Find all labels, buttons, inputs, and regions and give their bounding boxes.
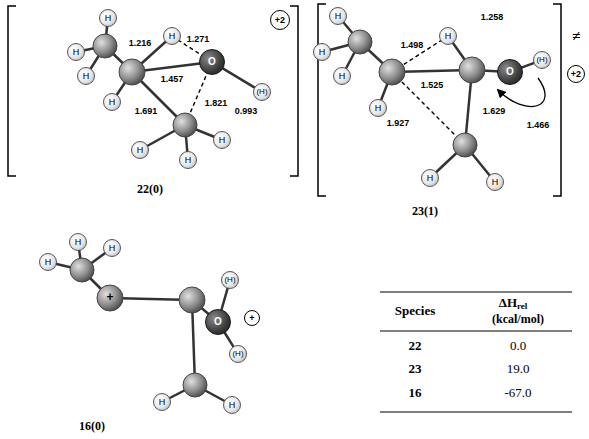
oxygen-atom: O — [199, 49, 225, 75]
bond-length: 1.821 — [204, 99, 229, 109]
charge-badge: +2 — [567, 65, 585, 83]
atom-symbol: H — [427, 174, 434, 183]
charge-sign: + — [106, 291, 113, 304]
bond-length: 1.691 — [134, 107, 159, 117]
carbon-atom — [70, 30, 485, 397]
hydrogen-atom: H — [213, 131, 231, 149]
atom-symbol: H — [229, 401, 236, 410]
bond-length: 0.993 — [234, 107, 259, 117]
atom-symbol: H — [319, 48, 326, 57]
atom-symbol: + — [249, 314, 254, 323]
hydrogen-atom: H — [369, 99, 387, 117]
atom-symbol: H — [335, 12, 342, 21]
bond-length: 1.271 — [186, 35, 211, 45]
atom-symbol: H — [73, 48, 80, 57]
atom-symbol: (H) — [232, 350, 243, 358]
table-cell: 19.0 — [507, 362, 530, 376]
atom-symbol: H — [137, 146, 144, 155]
atom-symbol: H — [109, 244, 116, 253]
hidden-hydrogen-atom: (H) — [229, 345, 247, 363]
hydrogen-atom: H — [99, 9, 117, 27]
table-header: Species — [395, 304, 435, 318]
hidden-hydrogen-atom: (H) — [253, 83, 271, 101]
hydrogen-atom: H — [103, 239, 121, 257]
atom-symbol: H — [185, 156, 192, 165]
atom-symbol: H — [109, 98, 116, 107]
hidden-hydrogen-atom: (H) — [221, 271, 239, 289]
structure-id: 23(1) — [412, 205, 438, 218]
atom-symbol: O — [214, 317, 222, 327]
table-cell: 23 — [409, 362, 422, 376]
bond-length: 1.629 — [482, 107, 507, 117]
atom-symbol: H — [375, 104, 382, 113]
hydrogen-atom: H — [69, 233, 87, 251]
structure-id: 22(0) — [137, 183, 163, 196]
hydrogen-atom: H — [329, 7, 347, 25]
transition-state-mark: ≠ — [572, 28, 580, 45]
atom-symbol: H — [339, 72, 346, 81]
table-cell: -67.0 — [504, 386, 531, 400]
hydrogen-atom: H — [439, 27, 457, 45]
bond-length: 1.525 — [420, 81, 445, 91]
hidden-hydrogen-atom: (H) — [533, 51, 551, 69]
table-header: ΔH — [499, 296, 517, 310]
atom-symbol: H — [159, 398, 166, 407]
bond-length: 1.927 — [386, 119, 411, 129]
bond-length: 1.216 — [128, 39, 153, 49]
charge-badge: +2 — [270, 10, 290, 30]
atom-symbol: +2 — [571, 70, 581, 79]
structure-id: 16(0) — [79, 420, 105, 433]
hydrogen-atom: H — [179, 151, 197, 169]
atom-symbol: O — [208, 57, 216, 67]
o-h-bond — [522, 63, 533, 67]
atom-symbol: H — [492, 178, 499, 187]
atom-symbol: H — [219, 136, 226, 145]
hydrogen-atom: H — [313, 43, 331, 61]
atom-symbol: H — [105, 14, 112, 23]
bond-length: 1.498 — [400, 41, 425, 51]
table-cell: 0.0 — [510, 339, 526, 353]
atom-symbol: O — [506, 67, 514, 77]
atom-symbol: (H) — [256, 88, 267, 96]
o-h-bond — [225, 333, 233, 346]
atom-symbol: H — [445, 32, 452, 41]
bond-length: 1.457 — [160, 75, 185, 85]
hydrogen-atom: H — [333, 67, 351, 85]
table-rule — [380, 292, 572, 412]
hydrogen-atom: H — [77, 67, 95, 85]
atom-symbol: (H) — [224, 276, 235, 284]
table-header: (kcal/mol) — [492, 313, 544, 326]
atom-symbol: H — [169, 32, 176, 41]
hydrogen-atom: H — [421, 169, 439, 187]
hydrogen-atom: H — [131, 141, 149, 159]
bond — [48, 16, 510, 405]
oxygen-atom: O — [497, 59, 523, 85]
table-cell: 22 — [409, 339, 422, 353]
bond-length: 1.258 — [480, 13, 505, 23]
atom-symbol: +2 — [275, 16, 285, 25]
hydrogen-atom: H — [486, 173, 504, 191]
atom-symbol: (H) — [536, 56, 547, 64]
hydrogen-atom: H — [163, 27, 181, 45]
o-h-bond — [222, 289, 228, 310]
atom-symbol: H — [45, 258, 52, 267]
oxygen-atom: O — [205, 309, 231, 335]
hydrogen-atom: H — [39, 253, 57, 271]
partial-bond — [172, 36, 465, 145]
hydrogen-atom: H — [67, 43, 85, 61]
hydrogen-atom: H — [223, 396, 241, 414]
table-header-subscript: rel — [517, 302, 527, 312]
charge-badge: + — [244, 310, 260, 326]
o-h-bond — [223, 69, 254, 88]
table-cell: 16 — [409, 386, 422, 400]
bracket — [8, 4, 561, 196]
hydrogen-atom: H — [103, 93, 121, 111]
atom-symbol: H — [75, 238, 82, 247]
bond-length: 1.466 — [526, 121, 551, 131]
hydrogen-atom: H — [153, 393, 171, 411]
atom-symbol: H — [83, 72, 90, 81]
